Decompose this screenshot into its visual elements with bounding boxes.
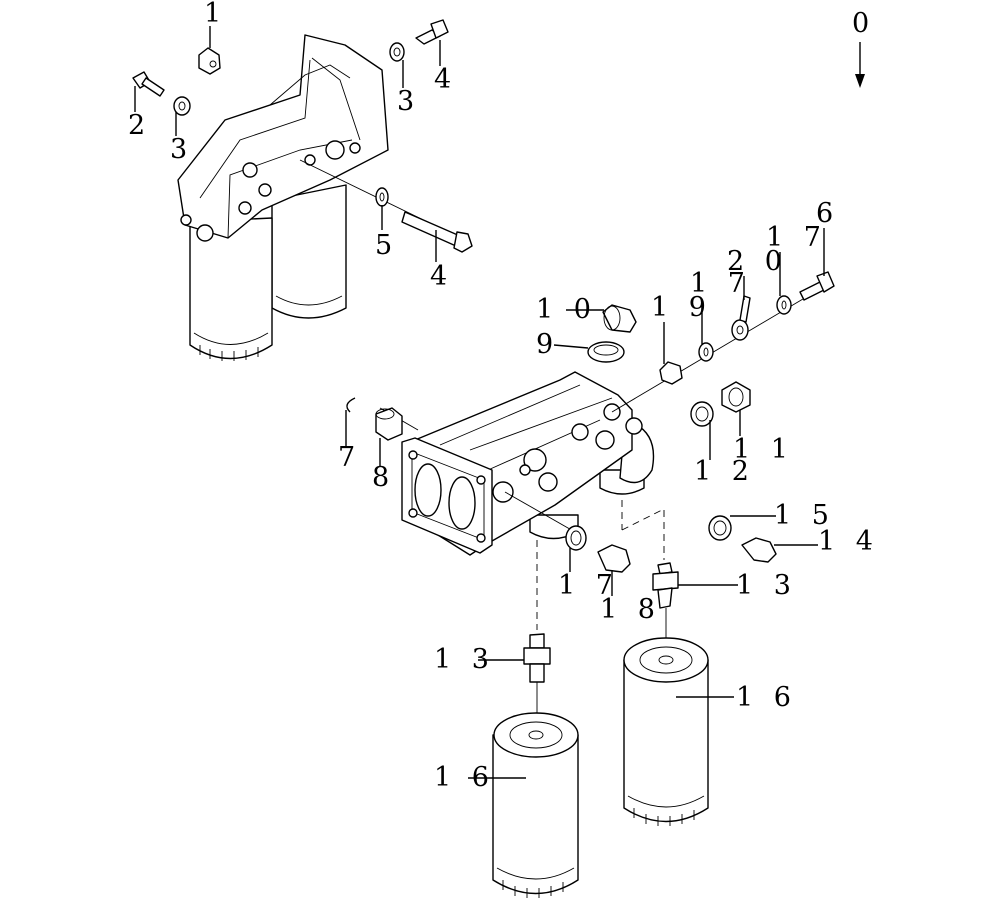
upper-bolt-2 [132, 71, 165, 112]
callout-11: 1 1 [733, 434, 794, 465]
callout-13-right: 1 3 [736, 570, 797, 601]
callout-4-top: 4 [434, 64, 457, 95]
callout-4-bottom: 4 [430, 261, 453, 292]
upper-washer-5 [375, 187, 389, 230]
washer-12 [690, 401, 714, 460]
filter-16-left [468, 712, 579, 898]
plug-10 [566, 304, 637, 333]
callout-20: 2 0 [727, 246, 788, 277]
callout-3-right: 3 [397, 86, 420, 117]
callout-2-left: 2 [128, 110, 151, 141]
callout-18: 1 8 [600, 594, 661, 625]
callout-19: 1 9 [651, 292, 712, 323]
upper-nut-1 [198, 26, 221, 75]
banjo-bolt-6 [799, 228, 835, 301]
callout-7-left: 7 [338, 442, 361, 473]
filter-16-right [623, 637, 734, 826]
seal-9 [553, 341, 625, 363]
plug-18 [597, 544, 631, 596]
plug-14 [741, 537, 818, 563]
washer-15 [708, 515, 776, 541]
callout-15: 1 5 [774, 500, 835, 531]
upper-filter-head-assembly [177, 34, 441, 361]
callout-17-bottom: 1 7 [558, 570, 619, 601]
view-indicator-label: 0 [852, 8, 875, 39]
nipple-13-right [652, 562, 738, 650]
plug-11 [721, 381, 751, 436]
lower-filter-head-housing [379, 282, 831, 630]
callout-16-left: 1 6 [434, 762, 495, 793]
callout-10-plug: 1 0 [536, 294, 597, 325]
washer-17-top [698, 302, 714, 362]
callout-12: 1 2 [694, 456, 755, 487]
washer-17-bottom [565, 525, 587, 572]
upper-bolt-4-top [415, 19, 449, 66]
banjo-20 [731, 276, 751, 341]
clip-7 [345, 397, 356, 446]
upper-bolt-4-long [401, 211, 473, 262]
nipple-13-left [478, 633, 551, 722]
callout-8: 8 [372, 462, 395, 493]
callout-3-left: 3 [170, 134, 193, 165]
upper-washer-3-left [173, 96, 191, 136]
callout-16-right: 1 6 [736, 682, 797, 713]
washer-17-right [776, 252, 792, 315]
callout-6: 6 [816, 198, 839, 229]
connector-19 [659, 322, 683, 385]
callout-1-top: 1 [204, 0, 227, 29]
callout-17-top: 1 7 [690, 268, 751, 299]
callout-5: 5 [375, 230, 398, 261]
callout-14: 1 4 [818, 526, 879, 557]
callout-9-seal: 9 [536, 329, 559, 360]
sleeve-8 [375, 407, 403, 466]
upper-washer-3-right [389, 42, 405, 88]
view-direction-arrow [855, 42, 865, 88]
callout-13-left: 1 3 [434, 644, 495, 675]
callout-17-right: 1 7 [766, 222, 827, 253]
